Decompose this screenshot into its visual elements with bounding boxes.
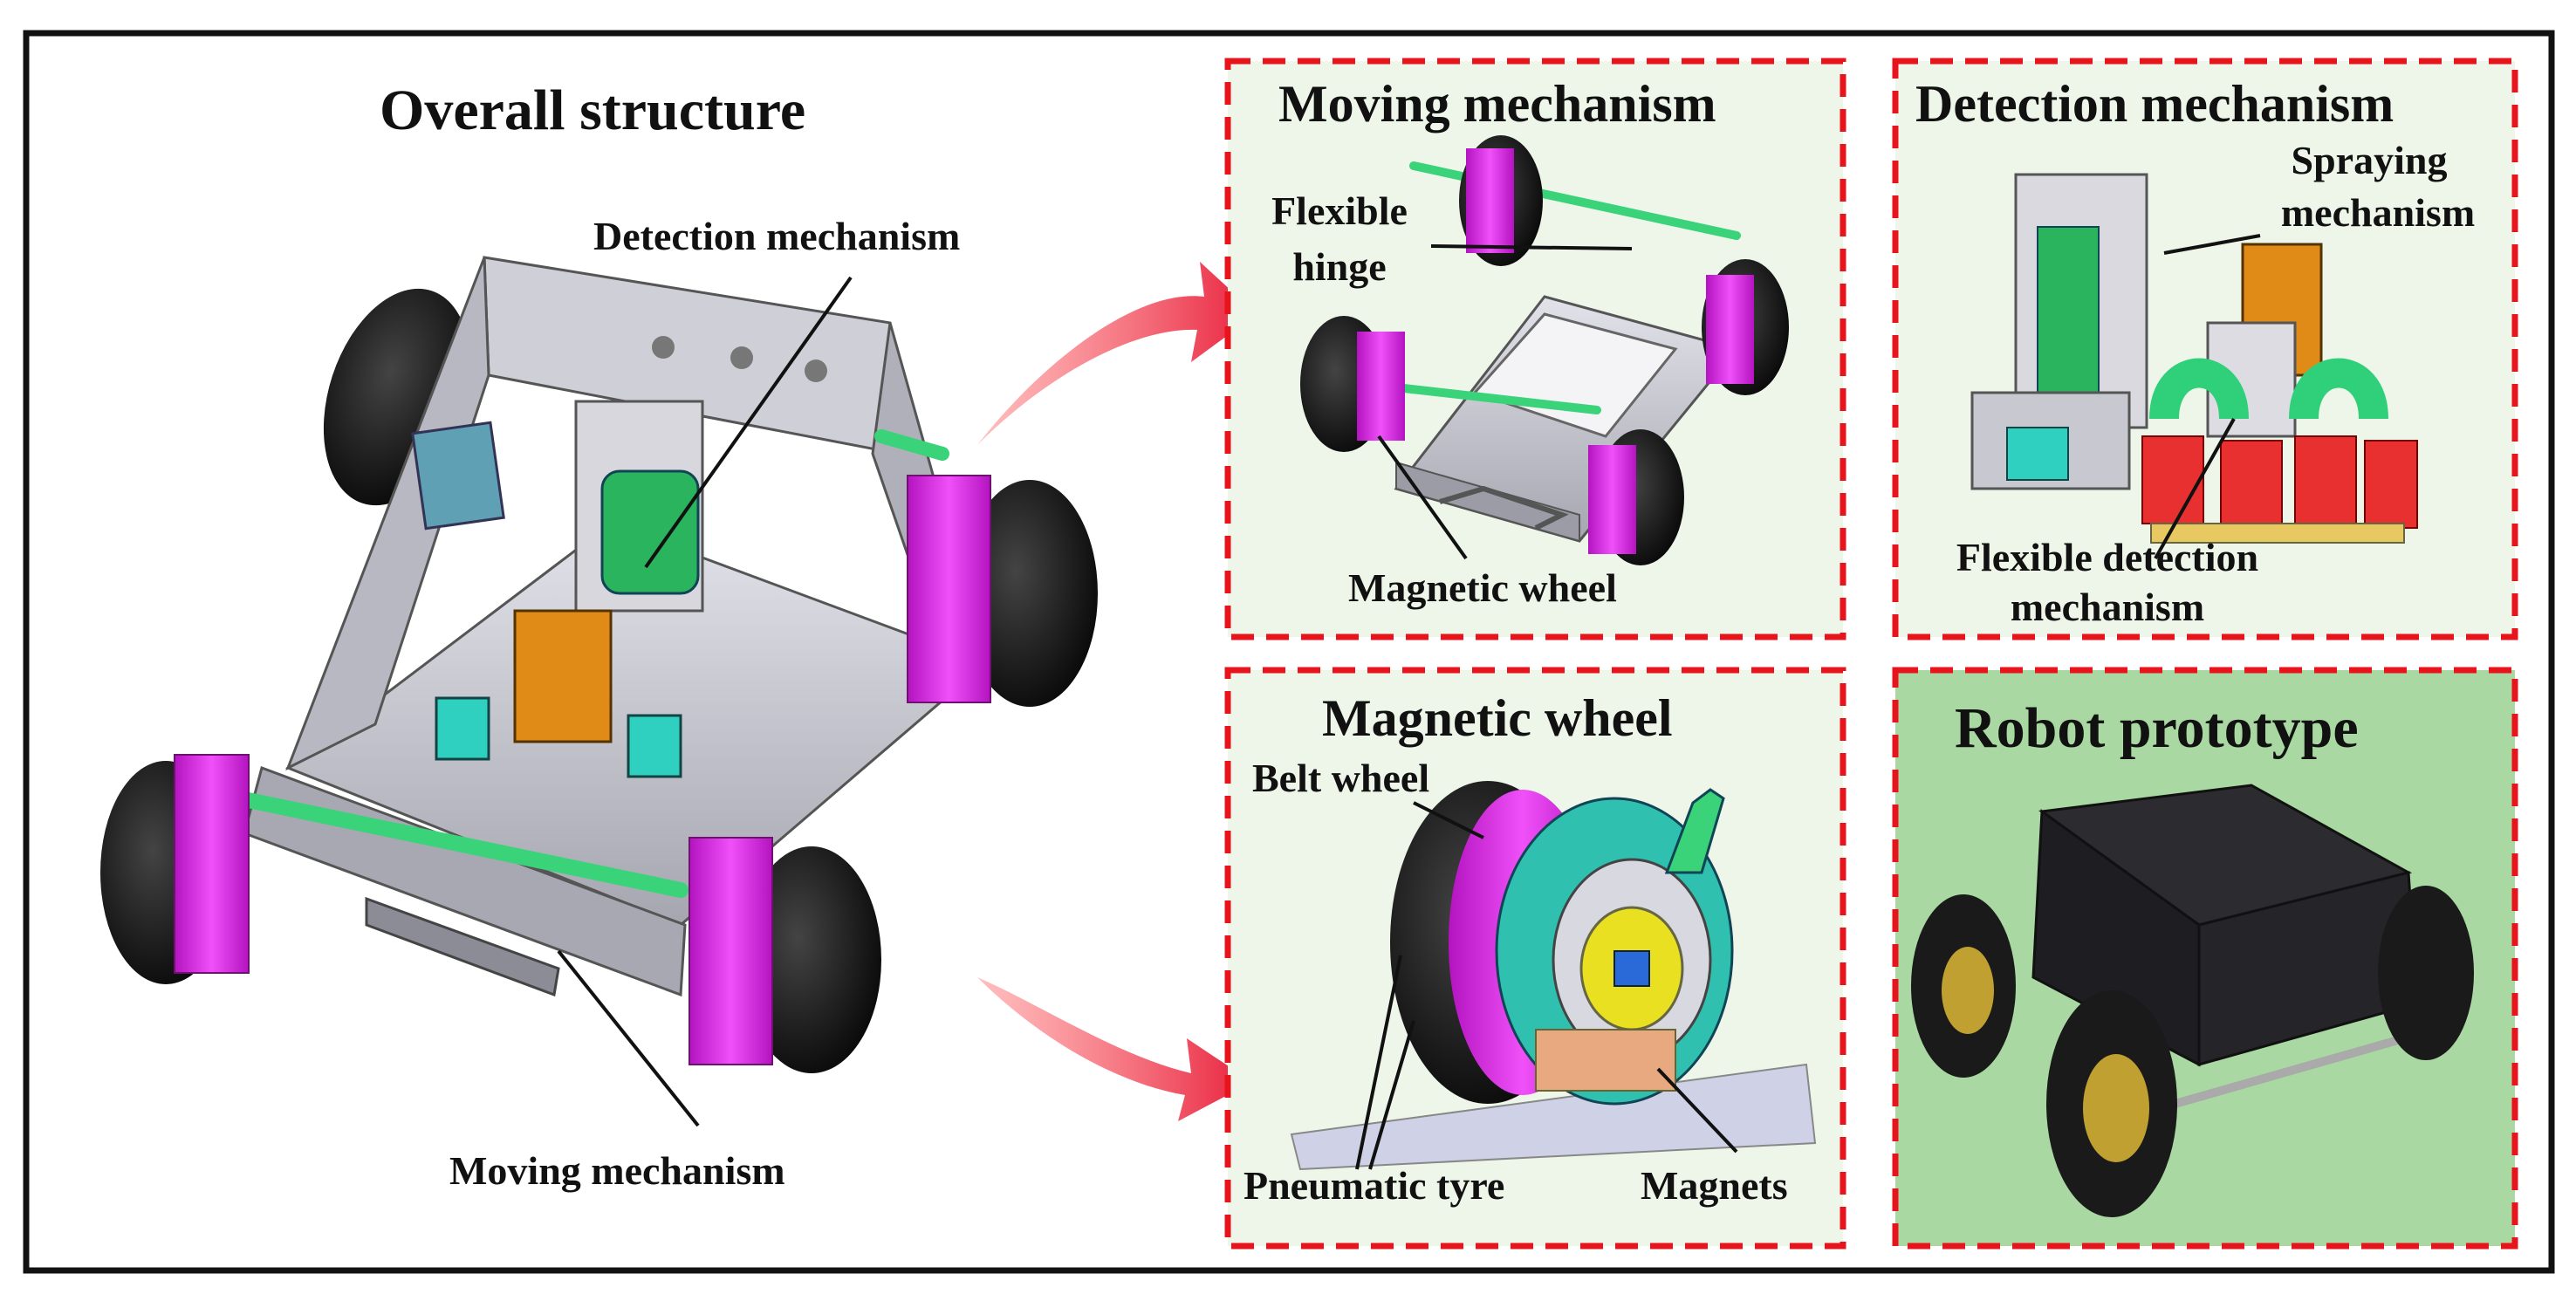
overall-robot-drawing (100, 256, 1098, 1127)
robot-prototype-photo (1911, 784, 2474, 1217)
arrow-to-moving (977, 262, 1257, 445)
overall-title: Overall structure (380, 79, 806, 142)
detection-panel-title: Detection mechanism (1915, 75, 2394, 133)
hole (730, 346, 753, 369)
detection-label-spraying-2: mechanism (2280, 190, 2476, 235)
hole (805, 359, 827, 382)
front-handle (365, 896, 560, 997)
moving-panel-title: Moving mechanism (1278, 75, 1716, 133)
wheel-label-tyre: Pneumatic tyre (1243, 1163, 1505, 1208)
wheel-front-right (689, 837, 881, 1073)
leader-detection (644, 276, 853, 569)
detection-label-flex-1: Flexible detection (1956, 535, 2259, 579)
overall-label-detection: Detection mechanism (593, 214, 961, 258)
detection-label-flex-2: mechanism (2010, 585, 2205, 629)
detection-mechanism-drawing (1970, 173, 2418, 559)
hole (652, 336, 675, 359)
spray-box (513, 609, 613, 743)
hinge-bar-rear (874, 429, 949, 461)
detection-label-spraying-1: Spraying (2291, 138, 2448, 182)
arrow-to-wheel (977, 977, 1252, 1121)
moving-label-wheel: Magnetic wheel (1348, 565, 1617, 610)
wheel-label-belt: Belt wheel (1252, 756, 1430, 800)
left-side-plate (285, 257, 490, 771)
wheel-rear-right (907, 475, 1098, 707)
wheel-label-magnets: Magnets (1641, 1163, 1788, 1208)
hinge-bar-front (232, 791, 689, 898)
moving-label-hinge-2: hinge (1292, 244, 1387, 289)
sensor-left (435, 696, 490, 761)
prototype-panel-title: Robot prototype (1955, 696, 2359, 760)
overall-label-moving: Moving mechanism (449, 1148, 785, 1193)
sensor-right (627, 714, 682, 778)
magnetic-wheel-drawing (1290, 781, 1817, 1171)
wheel-panel-title: Magnetic wheel (1322, 689, 1673, 747)
moving-label-hinge-1: Flexible (1271, 188, 1408, 233)
detection-canister (600, 469, 700, 595)
wheel-front-left (100, 754, 250, 984)
control-box (411, 421, 505, 531)
moving-mechanism-drawing (1300, 135, 1789, 565)
leader-moving (557, 949, 700, 1127)
